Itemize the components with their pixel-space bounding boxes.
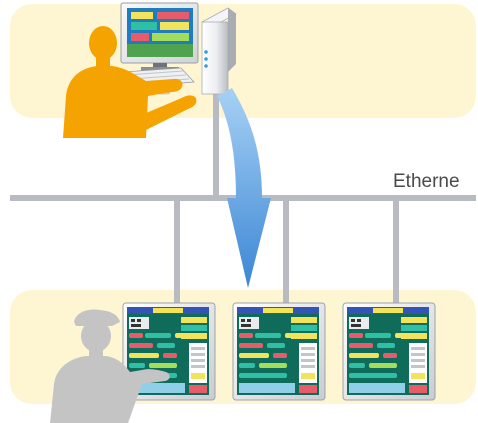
desktop-pc-icon [201,7,237,95]
monitor-icon [120,2,199,71]
panel-2-drop-line [283,198,289,308]
panel-2-icon [232,302,326,401]
network-label: Etherne [393,171,460,192]
panel-1-drop-line [174,198,180,308]
operator-figure [50,309,170,423]
pc-drop-line [213,60,219,200]
download-arrow-icon [217,88,271,288]
hmi-panels [122,302,436,401]
engineer-figure [63,26,197,138]
panel-3-drop-line [393,198,399,308]
panel-3-icon [342,302,436,401]
